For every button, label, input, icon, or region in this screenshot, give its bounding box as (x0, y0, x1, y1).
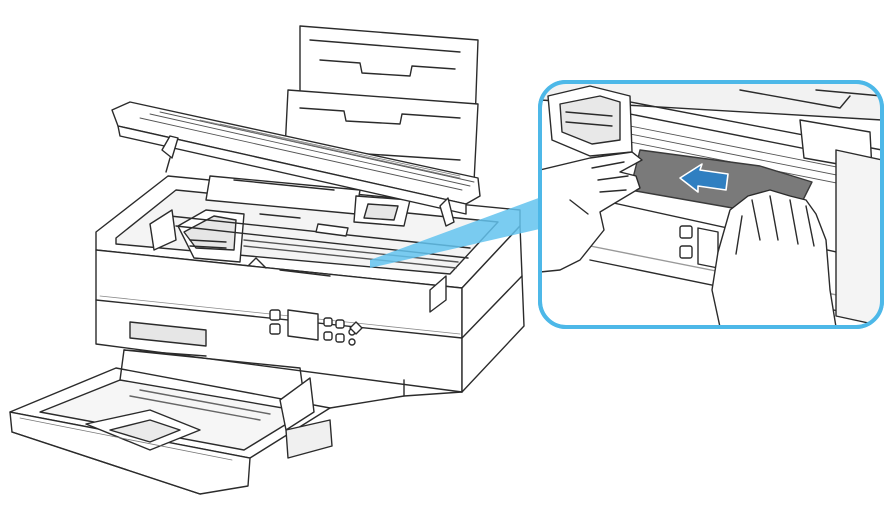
hand-icon (540, 151, 643, 273)
printer-icon (9, 25, 525, 495)
zoom-callout (538, 80, 884, 329)
output-tray (9, 321, 333, 495)
scanner-unit (111, 101, 481, 227)
control-panel (269, 309, 363, 346)
arrow-icon (679, 163, 729, 193)
hand-icon (711, 189, 837, 327)
callout-beam (370, 196, 544, 268)
